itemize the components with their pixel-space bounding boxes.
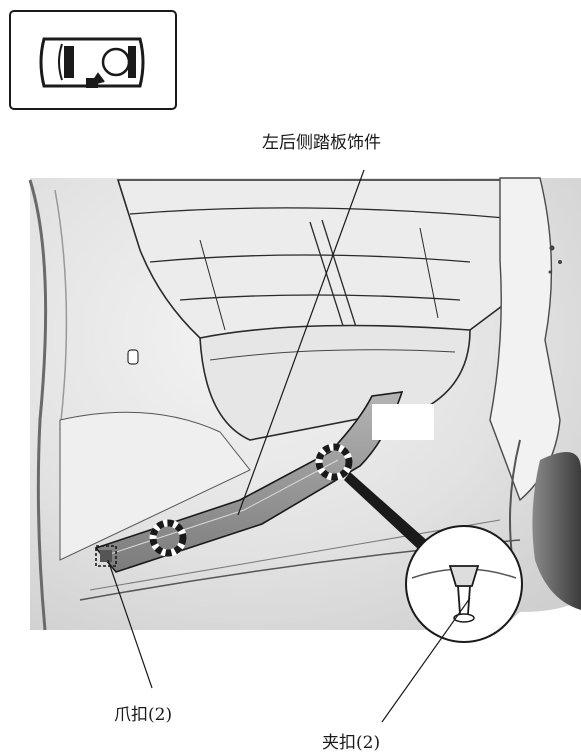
blank-mask — [372, 404, 434, 440]
car-location-icon — [9, 10, 177, 110]
clip-leader-line — [381, 597, 471, 723]
claw-clip-label: 爪扣(2) — [114, 705, 173, 725]
claw-clip-marker — [95, 545, 117, 567]
clip-marker-left — [149, 519, 187, 557]
clip-label: 夹扣(2) — [322, 733, 381, 753]
clip-detail-icon — [405, 525, 523, 643]
vehicle-interior-picture — [28, 177, 581, 631]
trim-name-label: 左后侧踏板饰件 — [262, 133, 381, 153]
trim-leader-line — [237, 169, 365, 516]
leader-lines — [107, 169, 471, 723]
claw-clip-leader-line — [107, 559, 153, 689]
detail-pointer — [344, 472, 440, 562]
clip-marker-right — [315, 443, 353, 481]
